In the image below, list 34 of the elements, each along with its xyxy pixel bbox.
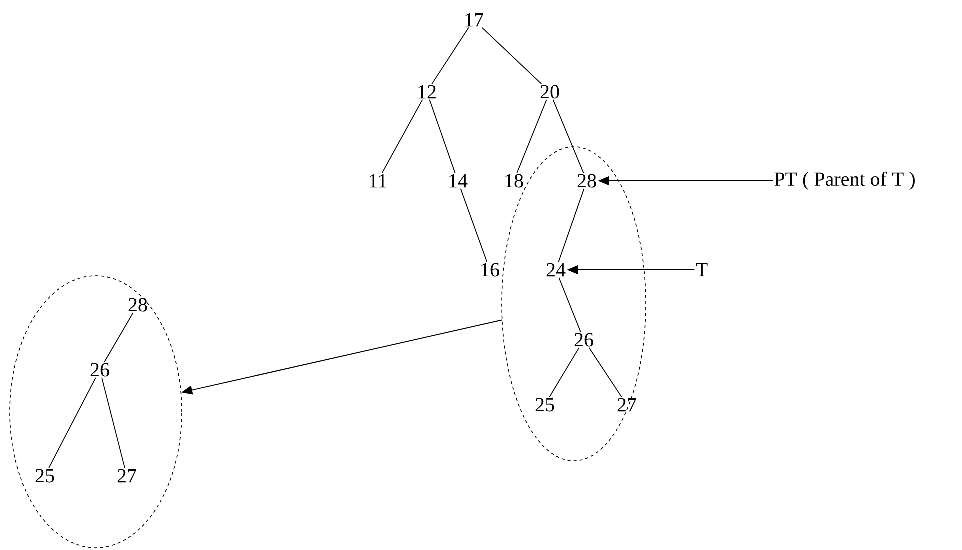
tree-key: 14 bbox=[450, 174, 468, 188]
tree-branch bbox=[104, 312, 134, 363]
tree-branch bbox=[432, 27, 470, 85]
tree-branch bbox=[549, 347, 580, 398]
tree-key: 24 bbox=[546, 263, 566, 277]
tree-key: 28 bbox=[578, 174, 596, 188]
dashed-ellipse bbox=[502, 146, 646, 462]
tree-key: 26 bbox=[574, 333, 594, 347]
tree-branch bbox=[588, 347, 622, 398]
tree-key: 28 bbox=[128, 298, 148, 312]
tree-key: 25 bbox=[536, 398, 554, 412]
tree-key: 27 bbox=[118, 469, 136, 483]
pointer-label: T bbox=[696, 263, 708, 277]
tree-branch bbox=[382, 99, 424, 174]
tree-branch bbox=[558, 188, 585, 263]
tree-key: 20 bbox=[540, 85, 560, 99]
tree-branch bbox=[102, 377, 126, 469]
pointer-label: PT ( Parent of T ) bbox=[774, 172, 915, 190]
tree-key: 16 bbox=[482, 263, 500, 277]
tree-key: 26 bbox=[90, 363, 110, 377]
dashed-ellipse bbox=[10, 276, 182, 548]
tree-key: 11 bbox=[370, 174, 386, 188]
tree-branch bbox=[552, 100, 584, 174]
tree-key: 17 bbox=[466, 13, 484, 27]
tree-key: 27 bbox=[618, 398, 636, 412]
tree-branch bbox=[460, 188, 488, 263]
tree-key: 25 bbox=[36, 469, 54, 483]
tree-key: 12 bbox=[418, 85, 436, 99]
tree-branch bbox=[516, 100, 548, 174]
tree-branch bbox=[429, 99, 456, 174]
tree-branch bbox=[48, 377, 96, 469]
tree-key: 18 bbox=[506, 174, 524, 188]
tree-branch bbox=[482, 27, 542, 84]
tree-branch bbox=[558, 277, 582, 333]
